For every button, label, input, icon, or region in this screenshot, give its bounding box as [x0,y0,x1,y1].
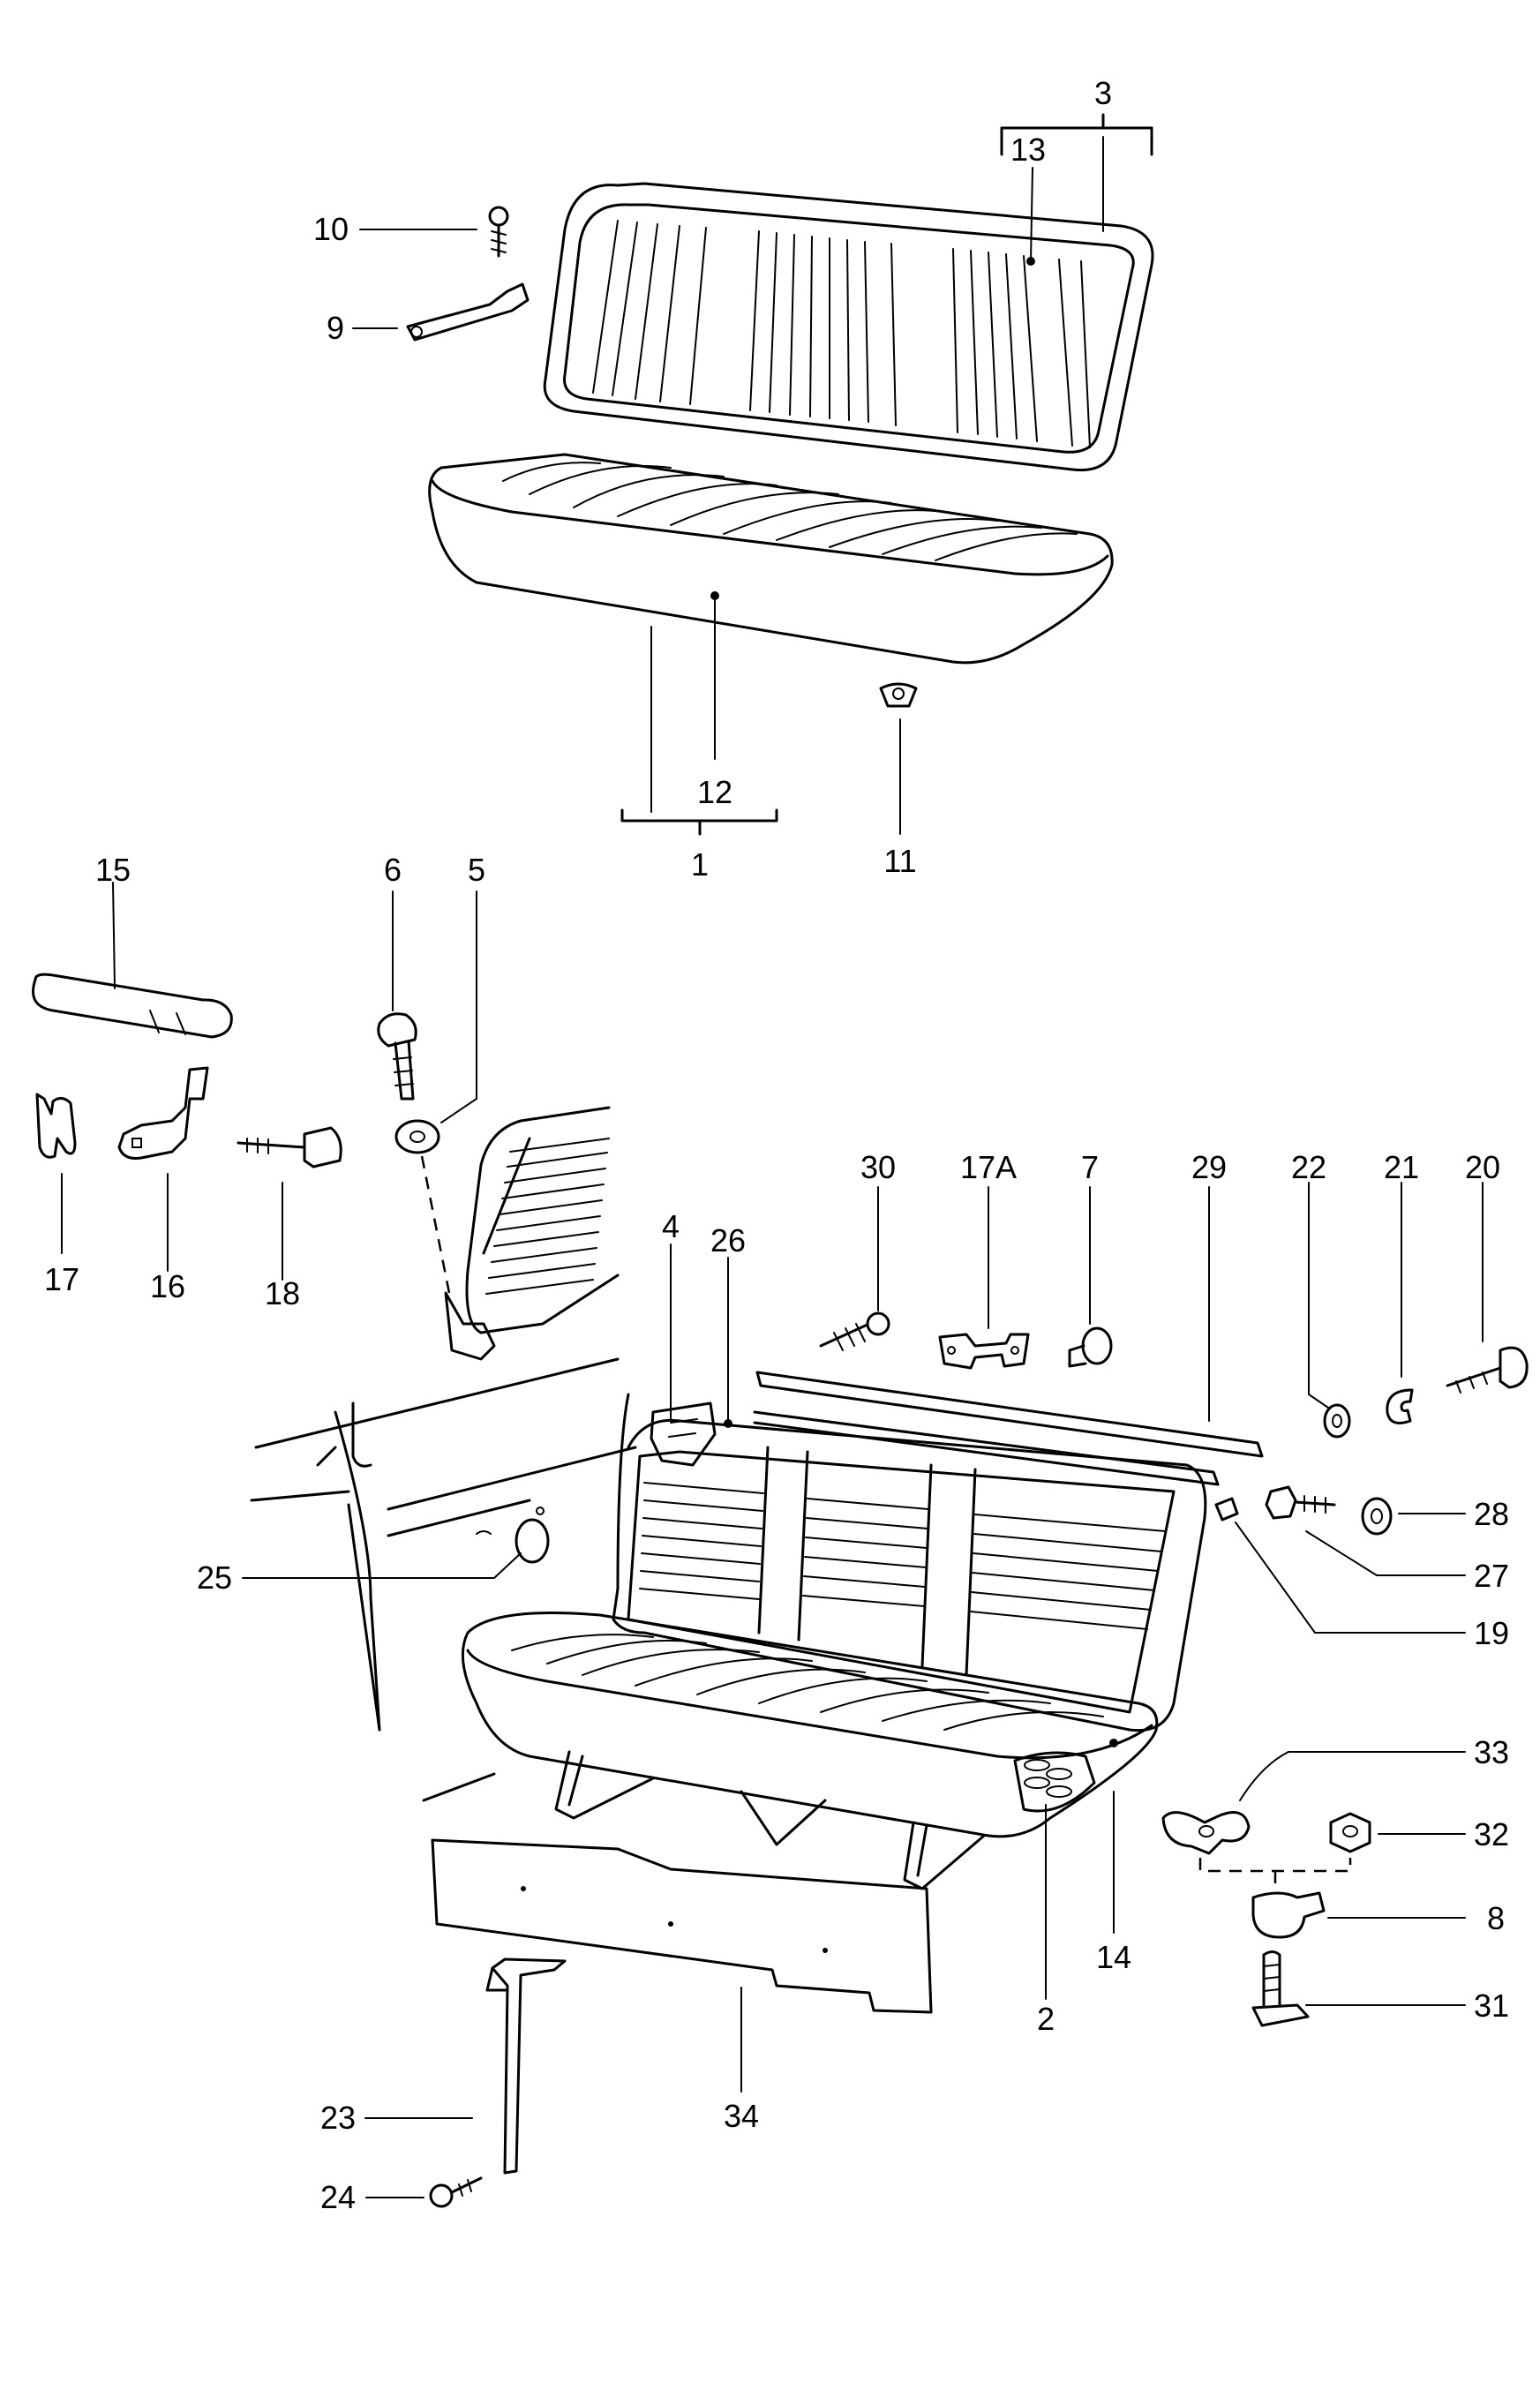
vehicle-body-outline [250,1106,637,1802]
washer-icon [1361,1497,1466,1536]
leader-19 [1235,1522,1466,1634]
push-fastener-icon [879,682,918,708]
callout-34: 34 [724,2098,759,2134]
callout-30: 30 [860,1149,896,1185]
callout-4: 4 [662,1208,680,1244]
leader-lines-top [352,136,1104,835]
callout-11: 11 [883,843,916,879]
callout-17a: 17A [960,1149,1017,1185]
callout-9: 9 [327,310,344,346]
bench-seat-assembly [461,1393,1239,1890]
callout-22: 22 [1291,1149,1326,1185]
screw-icon [365,2176,483,2208]
callout-14: 14 [1096,1939,1131,1975]
callout-32: 32 [1474,1816,1509,1852]
callout-29: 29 [1191,1149,1227,1185]
callout-3: 3 [1094,75,1112,111]
base-panel [431,1838,933,2093]
callout-18: 18 [265,1275,300,1311]
bolt-icon [237,1126,342,1281]
bolt-icon [1446,1182,1529,1394]
trim-bracket-icon [938,1186,1030,1370]
clip-bracket-icon [406,282,530,342]
bolt-icon [377,890,417,1101]
clamp-icon [1251,1891,1466,1939]
callout-25: 25 [197,1559,232,1596]
mounting-bracket-icon [117,1066,209,1272]
strap-bracket-icon [364,1957,567,2175]
spring-washer-icon [1386,1182,1414,1424]
callout-8: 8 [1487,1900,1505,1936]
callout-26: 26 [710,1222,746,1259]
wood-screw-icon [819,1186,890,1351]
trim-strip [753,1186,1264,1486]
callout-7: 7 [1081,1149,1099,1185]
callout-labels: 3 13 10 9 12 1 11 15 6 5 17 16 18 30 17A… [44,75,1509,2215]
callout-27: 27 [1474,1558,1509,1594]
callout-17: 17 [44,1261,79,1297]
callout-24: 24 [320,2179,356,2215]
callout-13: 13 [1010,131,1046,168]
callout-33: 33 [1474,1734,1509,1770]
callout-15: 15 [95,852,131,888]
backrest-cushion [543,182,1154,472]
callout-10: 10 [313,211,349,247]
callout-23: 23 [320,2100,356,2136]
callout-31: 31 [1474,1988,1509,2024]
hex-nut-icon [1329,1812,1466,1853]
group-bracket-1 [620,808,778,836]
callout-28: 28 [1474,1496,1509,1532]
washer-icon [1308,1182,1351,1439]
leader-25 [242,1552,522,1579]
group-bracket-3 [1000,113,1153,156]
washer-icon [394,890,477,1298]
leader-lines-bottom [1045,1739,1118,2000]
callout-20: 20 [1465,1149,1500,1185]
callout-19: 19 [1474,1615,1509,1651]
strap-icon [32,882,233,1039]
callout-6: 6 [384,852,402,888]
seat-cushion [428,453,1114,665]
callout-1: 1 [691,846,709,883]
assembly-bracket [1198,1858,1352,1889]
wing-nut-icon [1161,1751,1466,1855]
callout-12: 12 [697,774,732,810]
bushing-icon [1068,1186,1113,1368]
t-bolt-icon [1251,1950,1466,2027]
bolt-icon [1265,1485,1466,1576]
leader-lines-middle [670,1244,732,1428]
callout-21: 21 [1384,1149,1419,1185]
callout-5: 5 [468,852,485,888]
screw-icon [488,206,509,258]
callout-16: 16 [150,1268,185,1304]
callout-2: 2 [1037,2001,1055,2037]
spring-clip-icon [35,1093,77,1254]
